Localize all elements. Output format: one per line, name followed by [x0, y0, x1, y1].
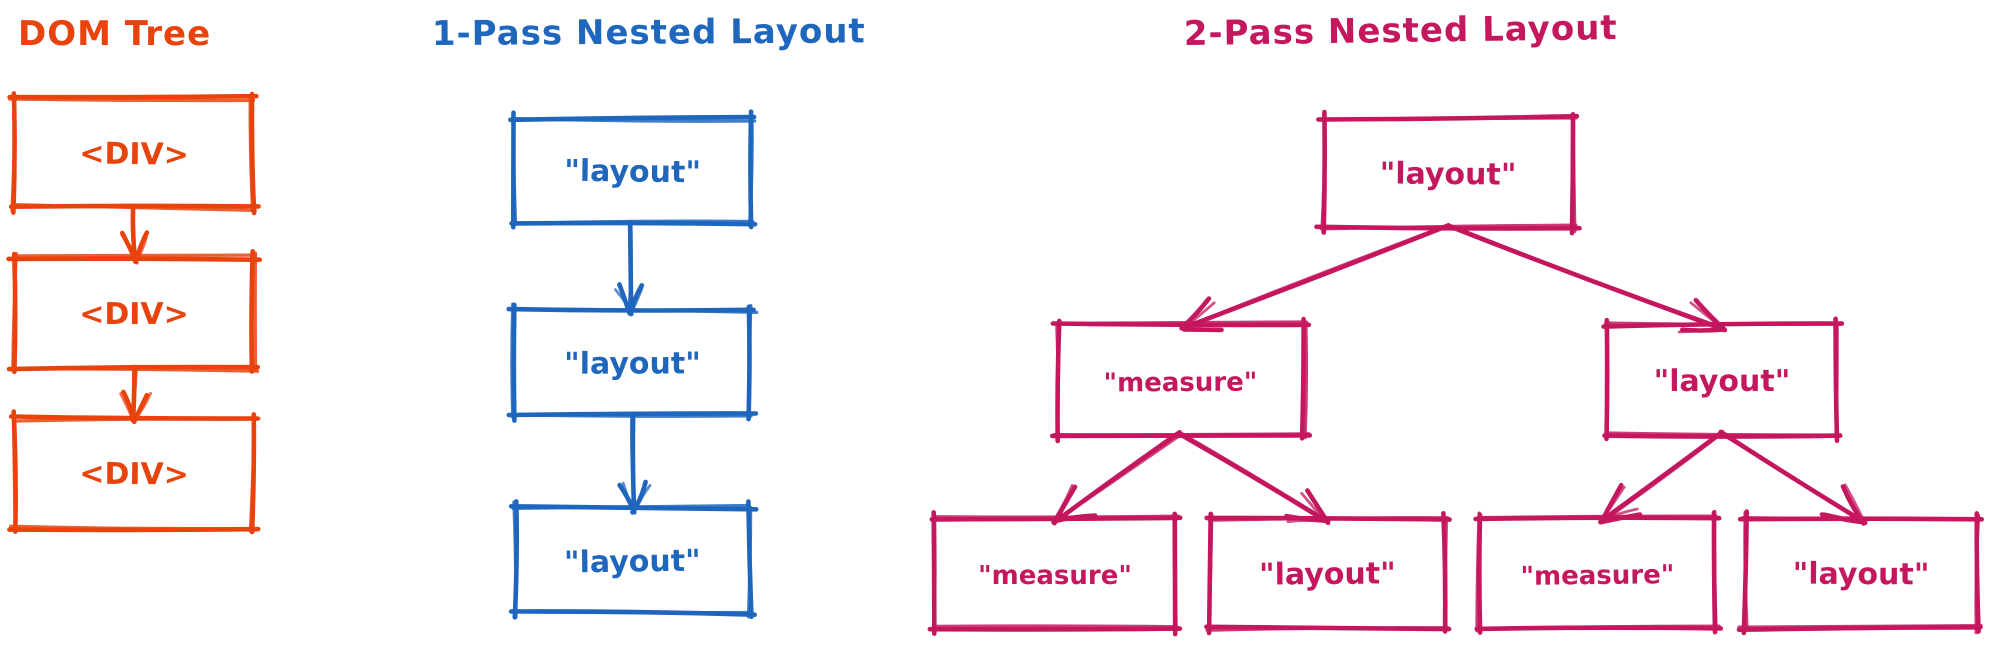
- node-label: <DIV>: [79, 297, 189, 332]
- arrow-connector: [120, 204, 150, 265]
- node-box[interactable]: "layout": [508, 499, 759, 620]
- title-two-pass-nested-layout: 2-Pass Nested Layout: [1184, 8, 1618, 54]
- node-label: <DIV>: [79, 136, 189, 172]
- arrow-connector: [1447, 224, 1728, 334]
- node-box[interactable]: "measure": [1050, 316, 1313, 444]
- arrow-connector: [1179, 223, 1451, 333]
- arrow-connector: [1051, 430, 1184, 526]
- arrow-connector: [119, 364, 152, 425]
- arrow-connector: [1598, 429, 1725, 525]
- node-label: "layout": [564, 544, 701, 581]
- node-box[interactable]: <DIV>: [7, 91, 261, 216]
- column-title-dom-tree: DOM Tree: [18, 14, 211, 54]
- column-title-one-pass-nested-layout: 1-Pass Nested Layout: [432, 11, 866, 54]
- node-box[interactable]: <DIV>: [7, 409, 261, 535]
- node-box[interactable]: "layout": [1314, 109, 1582, 236]
- column-two-pass-nested-layout: 2-Pass Nested Layout "layout" "measure" "la…: [927, 8, 1984, 637]
- node-label: "layout": [1259, 556, 1396, 592]
- node-label: "measure": [1103, 367, 1257, 398]
- node-label: "layout": [1793, 557, 1930, 593]
- node-label: "layout": [1654, 364, 1791, 399]
- column-dom-tree: DOM Tree <DIV> <DIV> <DIV>: [6, 14, 262, 535]
- arrow-connector: [617, 412, 652, 515]
- node-label: "measure": [978, 561, 1132, 591]
- node-label: "layout": [564, 346, 701, 381]
- node-label: "layout": [564, 154, 701, 191]
- arrow-connector: [614, 219, 645, 317]
- title-one-pass-nested-layout: 1-Pass Nested Layout: [432, 11, 866, 54]
- node-label: "layout": [1380, 156, 1517, 192]
- node-box[interactable]: "layout": [1204, 510, 1452, 636]
- node-box[interactable]: "measure": [1473, 509, 1724, 635]
- node-box[interactable]: <DIV>: [6, 249, 262, 375]
- arrow-connector: [1718, 429, 1868, 526]
- node-box[interactable]: "layout": [508, 109, 758, 230]
- node-box[interactable]: "layout": [1736, 509, 1984, 636]
- node-label: <DIV>: [79, 456, 189, 492]
- title-dom-tree: DOM Tree: [18, 14, 211, 54]
- node-box[interactable]: "layout": [1601, 316, 1845, 443]
- column-one-pass-nested-layout: 1-Pass Nested Layout "layout" "layout" "lay…: [432, 11, 866, 620]
- column-title-two-pass-nested-layout: 2-Pass Nested Layout: [1184, 8, 1618, 54]
- node-box[interactable]: "measure": [927, 510, 1183, 637]
- arrow-connector: [1176, 431, 1331, 526]
- node-label: "measure": [1520, 560, 1674, 592]
- node-box[interactable]: "layout": [506, 302, 759, 423]
